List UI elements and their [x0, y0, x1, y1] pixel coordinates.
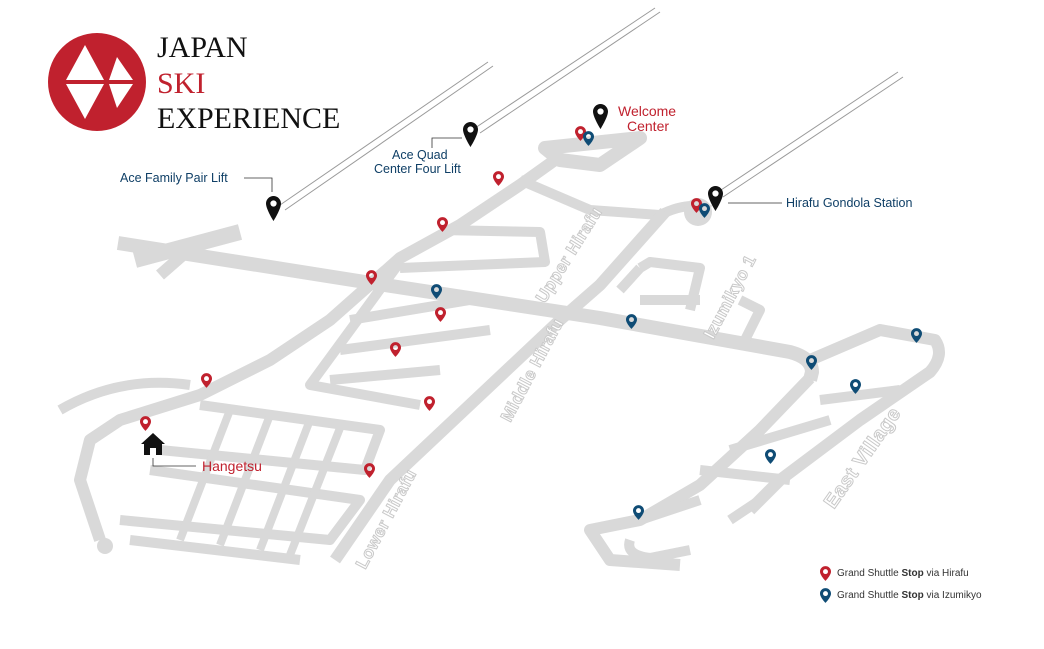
- leader-lines: [152, 137, 782, 467]
- red-stop-pin-icon[interactable]: [390, 342, 401, 357]
- welcome-label-2: Center: [627, 118, 670, 134]
- red-stop-pin-icon[interactable]: [140, 416, 151, 431]
- legend-bold: Stop: [901, 568, 924, 579]
- gondola-label: Hirafu Gondola Station: [786, 196, 913, 210]
- ace-quad-label-1: Ace Quad: [392, 148, 448, 162]
- red-stop-pin-icon[interactable]: [493, 171, 504, 186]
- legend-suffix: via Izumikyo: [926, 590, 982, 601]
- roads: [57, 131, 945, 571]
- red-pin-icon: [820, 566, 831, 581]
- ace-family-lift-pin-icon[interactable]: [266, 196, 281, 221]
- lift-lines: [279, 7, 904, 211]
- legend-prefix: Grand Shuttle: [837, 590, 899, 601]
- red-stop-pin-icon[interactable]: [424, 396, 435, 411]
- hangetsu-label: Hangetsu: [202, 458, 262, 474]
- ace-quad-label-2: Center Four Lift: [374, 162, 461, 176]
- ace-family-label: Ace Family Pair Lift: [120, 171, 228, 185]
- welcome-center-pin-icon[interactable]: [593, 104, 608, 129]
- landmark-pins: [141, 104, 723, 455]
- legend-bold: Stop: [901, 590, 924, 601]
- red-stop-pin-icon[interactable]: [435, 307, 446, 322]
- logo-japan: JAPAN: [157, 31, 248, 64]
- legend-izumikyo: Grand Shuttle Stop via Izumikyo: [820, 588, 982, 603]
- hangetsu-house-icon[interactable]: [141, 433, 165, 455]
- logo-ski: SKI: [157, 67, 206, 100]
- blue-stop-pin-icon[interactable]: [765, 449, 776, 464]
- legend-prefix: Grand Shuttle: [837, 568, 899, 579]
- logo-emblem: [48, 33, 146, 131]
- legend-hirafu: Grand Shuttle Stop via Hirafu: [820, 566, 969, 581]
- welcome-label-1: Welcome: [618, 103, 677, 119]
- blue-pin-icon: [820, 588, 831, 603]
- logo-experience: EXPERIENCE: [157, 102, 341, 135]
- ace-quad-lift-pin-icon[interactable]: [463, 122, 478, 147]
- legend-suffix: via Hirafu: [926, 568, 969, 579]
